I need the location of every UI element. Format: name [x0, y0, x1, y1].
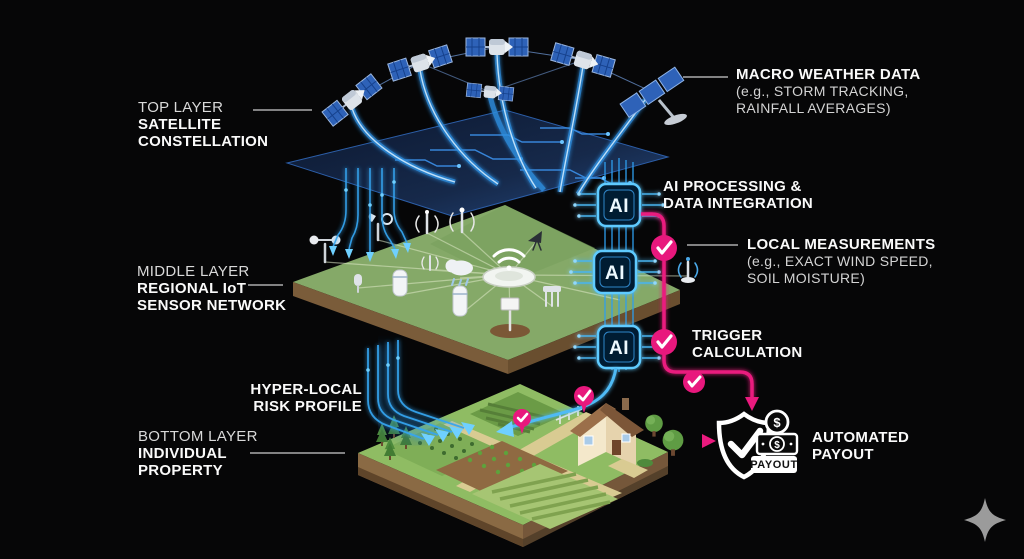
ai-chip-label: AI	[609, 338, 629, 359]
banknote-currency-symbol: $	[774, 440, 780, 451]
antenna-right-icon	[677, 257, 699, 283]
check-pin-icon	[513, 409, 531, 434]
middle-layer-label: MIDDLE LAYER REGIONAL IoT SENSOR NETWORK	[137, 263, 286, 314]
satellite-icon	[321, 72, 383, 128]
iot-sensor-layer-platform	[293, 205, 699, 374]
automated-payout-group: $ $ PAYOUT	[716, 409, 799, 480]
local-measurements-line: (e.g., EXACT WIND SPEED,	[747, 253, 933, 269]
bottom-layer-line: INDIVIDUAL	[138, 445, 227, 462]
tree-icon	[645, 414, 663, 437]
iot-sensors	[309, 207, 699, 338]
automated-payout-line: PAYOUT	[812, 446, 874, 463]
top-layer-line: SATELLITE	[138, 116, 222, 133]
top-layer-label: TOP LAYER SATELLITE CONSTELLATION	[138, 99, 268, 150]
crop-field-striped	[472, 464, 618, 529]
automated-payout-line: AUTOMATED	[812, 429, 910, 446]
trigger-calculation-label: TRIGGER CALCULATION	[692, 327, 803, 361]
bottom-layer-line: PROPERTY	[138, 462, 223, 479]
sensor-post-icon	[354, 274, 362, 293]
top-layer-line: CONSTELLATION	[138, 133, 269, 150]
middle-layer-line: REGIONAL IoT	[137, 280, 247, 297]
soil-sensor-icon	[490, 297, 530, 338]
automated-payout-label: AUTOMATED PAYOUT	[812, 429, 909, 463]
bottom-layer-label: BOTTOM LAYER INDIVIDUAL PROPERTY	[138, 428, 258, 479]
ai-chip-label: AI	[605, 263, 625, 284]
hyper-local-line: RISK PROFILE	[253, 398, 362, 415]
dish-icon	[528, 231, 542, 251]
trigger-payout-path	[641, 212, 759, 448]
macro-weather-line: RAINFALL AVERAGES)	[736, 100, 891, 116]
solar-array-icon	[619, 66, 687, 125]
local-measurements-label: LOCAL MEASUREMENTS (e.g., EXACT WIND SPE…	[747, 236, 935, 287]
rain-gauge-icon	[452, 285, 468, 317]
trigger-line: CALCULATION	[692, 344, 803, 361]
banknote-icon: $	[755, 432, 799, 456]
coin-icon: $	[764, 409, 790, 435]
macro-weather-line: (e.g., STORM TRACKING,	[736, 83, 909, 99]
check-circle-icon	[651, 329, 677, 355]
middle-layer-line: SENSOR NETWORK	[137, 297, 287, 314]
satellite-constellation	[321, 37, 687, 128]
payout-badge: PAYOUT	[750, 456, 798, 473]
signal-tower-icon	[449, 207, 475, 234]
sparkle-icon	[964, 498, 1006, 542]
bottom-layer-line: BOTTOM LAYER	[138, 428, 258, 445]
data-flow-middle-to-bottom	[366, 340, 475, 450]
probe-sensor-icon	[543, 286, 561, 307]
antenna-icon	[415, 210, 439, 235]
hyper-local-label: HYPER-LOCAL RISK PROFILE	[210, 381, 362, 415]
top-layer-line: TOP LAYER	[138, 99, 224, 116]
payout-badge-label: PAYOUT	[750, 459, 798, 471]
rain-cloud-icon	[445, 259, 473, 287]
bush-icon	[637, 459, 653, 467]
ai-processing-label: AI PROCESSING & DATA INTEGRATION	[663, 178, 813, 212]
check-circle-icon	[683, 371, 705, 393]
ai-chip-label: AI	[609, 196, 629, 217]
trigger-checkpoints	[513, 235, 705, 434]
middle-layer-line: MIDDLE LAYER	[137, 263, 250, 280]
ai-chip-column: AI AI AI	[567, 158, 667, 372]
coin-currency-symbol: $	[773, 415, 781, 430]
trigger-line: TRIGGER	[692, 327, 763, 344]
macro-weather-line: MACRO WEATHER DATA	[736, 66, 921, 83]
house-icon	[570, 398, 648, 478]
check-circle-icon	[651, 235, 677, 261]
local-measurements-line: LOCAL MEASUREMENTS	[747, 236, 936, 253]
satellite-icon	[465, 37, 529, 57]
wifi-hub-icon	[482, 248, 536, 288]
antenna-small-icon	[421, 255, 439, 271]
ai-processing-line: AI PROCESSING &	[663, 178, 802, 195]
rain-gauge-icon	[392, 269, 408, 297]
check-pin-icon	[574, 386, 594, 413]
local-measurements-line: SOIL MOISTURE)	[747, 270, 866, 286]
ai-processing-line: DATA INTEGRATION	[663, 195, 814, 212]
macro-weather-label: MACRO WEATHER DATA (e.g., STORM TRACKING…	[736, 66, 921, 117]
hyper-local-line: HYPER-LOCAL	[250, 381, 362, 398]
label-connectors	[248, 76, 738, 454]
data-flow-top-to-middle	[329, 168, 411, 262]
